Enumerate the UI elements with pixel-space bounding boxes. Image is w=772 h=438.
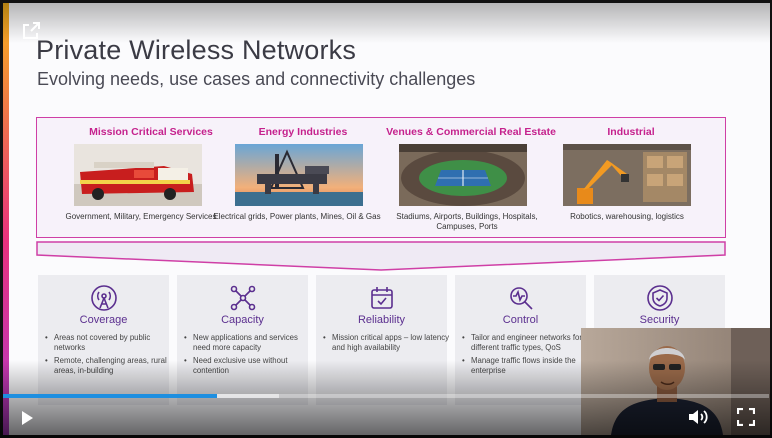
network-nodes-icon <box>229 284 257 312</box>
capability-card-coverage: Coverage Areas not covered by public net… <box>38 275 169 405</box>
slide-accent-bar <box>3 3 9 435</box>
capability-bullet: Remote, challenging areas, rural areas, … <box>45 356 175 375</box>
industry-desc: Stadiums, Airports, Buildings, Hospitals… <box>396 212 538 231</box>
play-icon <box>22 411 33 425</box>
progress-bar[interactable] <box>3 394 769 398</box>
capability-bullet: Areas not covered by public networks <box>45 333 175 352</box>
industry-mission-critical: Mission Critical Services Governmen <box>37 118 216 239</box>
stadium-image <box>399 144 527 206</box>
calendar-check-icon <box>368 284 396 312</box>
progress-played <box>3 394 217 398</box>
capability-bullet: Need exclusive use without contention <box>184 356 314 375</box>
capability-title: Security <box>639 314 680 326</box>
volume-icon <box>689 410 708 424</box>
capability-title: Capacity <box>221 314 264 326</box>
magnifier-pulse-icon <box>507 284 535 312</box>
capability-card-reliability: Reliability Mission critical apps – low … <box>316 275 449 405</box>
industry-desc: Electrical grids, Power plants, Mines, O… <box>213 212 381 221</box>
industry-venues: Venues & Commercial Real Estate Stadiums… <box>357 118 556 239</box>
slide-title: Private Wireless Networks <box>36 35 357 65</box>
industry-energy: Energy Industries Electrical grids, <box>197 118 380 239</box>
industry-industrial: Industrial <box>519 118 691 239</box>
capability-bullets: Mission critical apps – low latency and … <box>323 333 453 356</box>
slide-subtitle: Evolving needs, use cases and connectivi… <box>37 69 476 89</box>
capability-title: Reliability <box>357 314 406 326</box>
industry-title: Mission Critical Services <box>89 126 213 138</box>
play-button[interactable] <box>16 407 38 429</box>
robot-arm-image <box>563 144 691 206</box>
capability-bullet: Manage traffic flows inside the enterpri… <box>462 356 592 375</box>
capability-bullets: New applications and services need more … <box>184 333 314 379</box>
capability-bullet: Tailor and engineer networks for differe… <box>462 333 592 352</box>
industry-desc: Robotics, warehousing, logistics <box>570 212 684 221</box>
top-shade <box>3 3 770 43</box>
volume-button[interactable] <box>686 406 712 428</box>
capability-title: Control <box>502 314 539 326</box>
oil-rig-image <box>235 144 363 206</box>
shield-check-icon <box>646 284 674 312</box>
chevron-divider <box>36 241 726 271</box>
industry-title: Energy Industries <box>258 126 348 138</box>
capability-bullets: Areas not covered by public networks Rem… <box>45 333 175 379</box>
industries-panel: Mission Critical Services Governmen <box>36 117 726 238</box>
antenna-icon <box>90 284 118 312</box>
share-button[interactable] <box>17 17 45 45</box>
industry-title: Industrial <box>607 126 655 138</box>
capability-bullet: Mission critical apps – low latency and … <box>323 333 453 352</box>
share-icon <box>23 22 40 39</box>
industry-title: Venues & Commercial Real Estate <box>386 126 556 138</box>
capability-bullet: New applications and services need more … <box>184 333 314 352</box>
industry-desc: Government, Military, Emergency Services <box>65 212 217 221</box>
fullscreen-button[interactable] <box>735 406 757 428</box>
capability-card-capacity: Capacity New applications and services n… <box>177 275 308 405</box>
fire-truck-image <box>74 144 202 206</box>
capability-bullets: Tailor and engineer networks for differe… <box>462 333 592 379</box>
capability-card-control: Control Tailor and engineer networks for… <box>455 275 586 405</box>
fullscreen-icon <box>737 408 755 426</box>
capability-title: Coverage <box>79 314 128 326</box>
